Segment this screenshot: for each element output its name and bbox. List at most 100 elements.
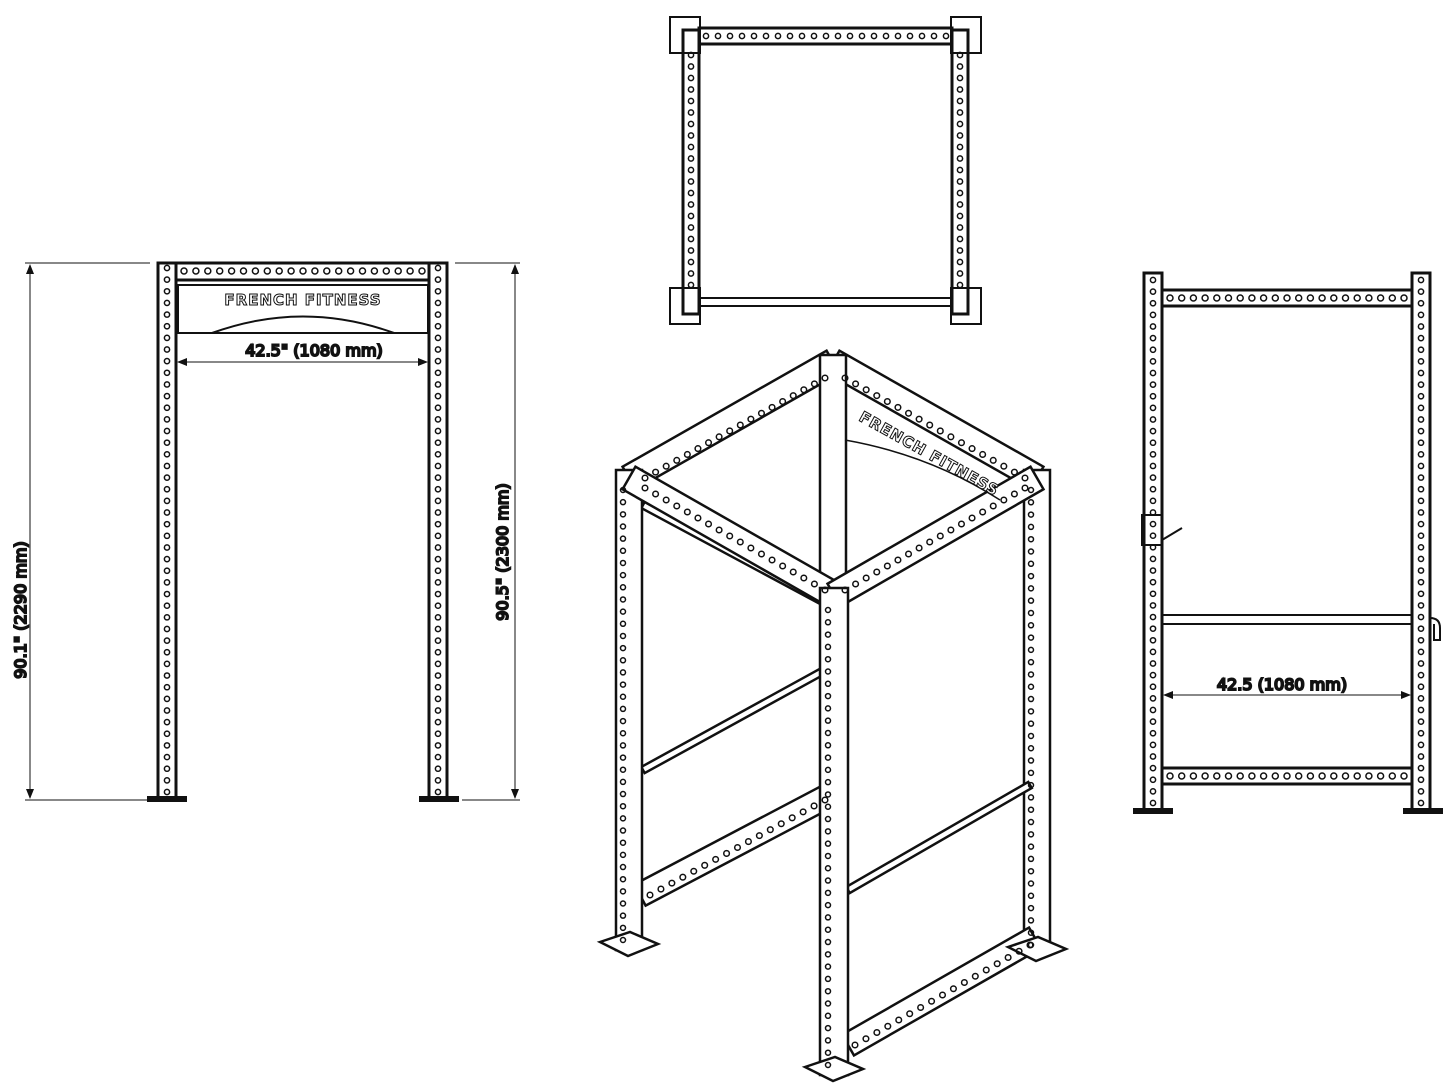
hole [646,891,654,899]
hole [1417,741,1425,749]
hole [1417,567,1425,574]
hole [1177,772,1186,780]
hole [163,381,171,388]
left-foot [147,796,187,802]
front-view: FRENCH FITNESS 42.5" (1080 mm) 90.1" (22… [10,261,520,802]
hole [1027,572,1035,580]
hole [1365,294,1373,302]
hole [1149,753,1157,760]
hole [915,415,923,423]
top-view [669,16,982,325]
hole [163,427,171,435]
hole [1294,772,1303,780]
hole [956,109,964,116]
hole [163,777,171,784]
hole [619,657,627,664]
hole [750,32,758,40]
hole [1189,294,1198,302]
hole [1417,555,1425,563]
hole [1400,294,1408,302]
hole [824,914,832,921]
hole [824,963,832,970]
hole [619,608,627,615]
hole [1027,781,1035,789]
hole [619,900,627,907]
hole [192,267,200,275]
hole [619,669,627,676]
hole [757,550,766,558]
hole [1027,585,1035,592]
hole [1149,358,1157,365]
hole [1149,532,1157,540]
hole [1149,346,1157,354]
hole [1149,660,1157,667]
hole [824,926,832,933]
corner-plate [669,287,701,325]
hole [619,936,627,944]
hole [824,828,832,835]
hole [1027,757,1035,764]
hole [434,287,442,295]
hole [1388,772,1397,780]
hole [824,680,832,688]
hole [895,1016,903,1024]
hole [163,462,171,470]
hole [163,625,171,633]
hole [687,189,695,197]
hole [434,334,442,342]
hole [993,960,1001,968]
hole [163,718,171,726]
hole [434,648,442,656]
hole [936,427,944,435]
hole [619,802,627,810]
hole [434,777,442,784]
hole [434,299,442,307]
j-hook-arm [1161,527,1183,541]
hole [163,322,171,330]
hole [870,32,878,40]
hole [1417,706,1425,714]
hole [1201,772,1209,780]
hole [956,51,964,59]
hole [824,1037,832,1044]
hole [1149,625,1157,633]
hole [619,559,627,567]
hole [687,235,695,243]
hole [694,514,702,522]
hole [619,523,627,530]
hole [779,397,787,406]
hole [1027,548,1035,555]
hole [1166,294,1174,302]
hole [418,267,426,275]
hole [434,509,442,516]
hole [1400,772,1408,780]
hole [1027,560,1035,568]
plate-arc [178,315,428,334]
hole [1027,720,1035,727]
hole [824,1024,832,1032]
hole [789,392,797,400]
hole [1149,695,1157,702]
hole [1027,904,1035,912]
hole [1417,636,1425,644]
hole [687,201,695,208]
hole [204,267,212,275]
hole [1026,941,1034,949]
hole [619,754,627,761]
hole [824,877,832,884]
hole [163,555,171,563]
corner-plate [950,287,982,325]
hole [1149,497,1157,505]
hole [239,267,248,275]
hole [687,166,695,174]
hole [1213,772,1221,780]
hole [1149,578,1157,586]
hole [1000,462,1008,470]
hole [956,247,964,254]
hole [1149,427,1157,435]
hole [852,380,860,388]
hole [755,832,763,840]
hole [641,484,649,492]
hole [1248,294,1256,302]
hole [714,32,722,40]
